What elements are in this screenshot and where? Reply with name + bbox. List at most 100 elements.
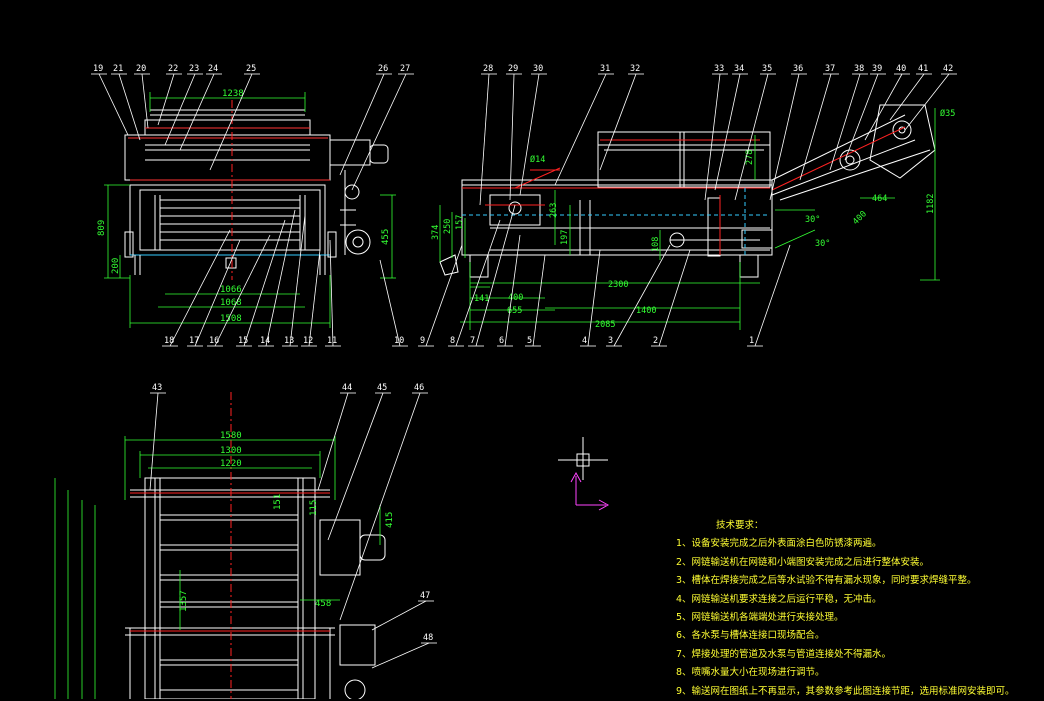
dim-side-h: 1400	[636, 306, 656, 316]
side-dimensions	[439, 108, 940, 330]
dim-side-d: 400	[508, 293, 523, 303]
balloon-39: 39	[872, 64, 882, 74]
front-dimensions	[104, 92, 396, 328]
balloon-30: 30	[533, 64, 543, 74]
balloon-45: 45	[377, 383, 387, 393]
note-line: 2、网链输送机在网链和小端图安装完成之后进行整体安装。	[676, 556, 930, 568]
balloon-17: 17	[189, 336, 199, 346]
dim-side-i: 2085	[595, 320, 615, 330]
dim-side-b: 250	[443, 219, 453, 234]
balloon-46: 46	[414, 383, 424, 393]
dim-side-l: 400	[851, 209, 869, 227]
front-view	[124, 109, 389, 275]
balloon-41: 41	[918, 64, 928, 74]
balloon-31: 31	[600, 64, 610, 74]
balloon-28: 28	[483, 64, 493, 74]
ucs-icon	[558, 437, 610, 511]
balloon-26: 26	[378, 64, 388, 74]
balloon-16: 16	[209, 336, 219, 346]
balloon-35: 35	[762, 64, 772, 74]
balloon-40: 40	[896, 64, 906, 74]
balloon-19: 19	[93, 64, 103, 74]
dim-side-a: 374	[431, 225, 441, 240]
dim-side-g: 2300	[608, 280, 628, 290]
balloon-6: 6	[499, 336, 504, 346]
dim-side-p: 108	[651, 237, 661, 252]
note-line: 5、网链输送机各端端处进行夹接处理。	[676, 612, 844, 624]
plan-red-lines	[130, 392, 330, 699]
notes-title: 技术要求：	[716, 520, 764, 531]
balloon-1: 1	[749, 336, 754, 346]
dim-side-ang1: 30°	[805, 215, 820, 225]
dim-side-e: 655	[507, 306, 522, 316]
dim-plan-d: 415	[385, 512, 395, 528]
balloon-24: 24	[208, 64, 218, 74]
dim-side-n: 263	[549, 203, 559, 218]
dim-front-top: 1238	[222, 89, 244, 99]
balloon-18: 18	[164, 336, 174, 346]
balloon-5: 5	[527, 336, 532, 346]
balloon-25: 25	[246, 64, 256, 74]
dim-side-m: 278	[745, 150, 755, 165]
dim-plan-f: 1357	[179, 590, 189, 612]
dim-plan-b: 1300	[220, 446, 242, 456]
dim-side-k: 464	[872, 194, 887, 204]
plan-view	[125, 477, 386, 699]
balloon-14: 14	[260, 336, 270, 346]
balloon-27: 27	[400, 64, 410, 74]
note-line: 9、输送网在图纸上不再显示，其参数参考此图连接节距，选用标准网安装即可。	[676, 685, 1015, 697]
note-line: 6、各水泵与槽体连接口现场配合。	[676, 630, 825, 642]
balloon-29: 29	[508, 64, 518, 74]
balloon-34: 34	[734, 64, 744, 74]
balloon-9: 9	[420, 336, 425, 346]
balloon-22: 22	[168, 64, 178, 74]
dim-plan-a: 1580	[220, 431, 242, 441]
dim-plan-c: 1220	[220, 459, 242, 469]
dim-front-h-right: 455	[381, 229, 391, 245]
note-line: 7、焊接处理的管道及水泵与管道连接处不得漏水。	[676, 648, 892, 660]
dim-front-h-low: 200	[111, 258, 121, 274]
dim-front-w2: 1068	[220, 298, 242, 308]
dim-plan-g: 151	[273, 494, 283, 510]
dim-front-w3: 1508	[220, 314, 242, 324]
balloon-11: 11	[327, 336, 337, 346]
balloon-4: 4	[582, 336, 587, 346]
note-line: 8、喷嘴水量大小在现场进行调节。	[676, 667, 825, 679]
balloon-20: 20	[136, 64, 146, 74]
balloon-7: 7	[470, 336, 475, 346]
leader-lines	[91, 73, 957, 669]
balloon-21: 21	[113, 64, 123, 74]
dim-front-w1: 1066	[220, 285, 242, 295]
balloon-2: 2	[653, 336, 658, 346]
dim-side-ang2: 30°	[815, 239, 830, 249]
dim-side-q: Ø35	[940, 108, 955, 119]
dim-front-h-total: 809	[97, 220, 107, 236]
note-line: 4、网链输送机要求连接之后运行平稳，无冲击。	[676, 593, 882, 605]
balloon-38: 38	[854, 64, 864, 74]
side-hidden-lines	[462, 188, 770, 255]
technical-requirements: 技术要求： 1、设备安装完成之后外表面涂白色防锈漆两遍。 2、网链输送机在网链和…	[676, 517, 1044, 701]
balloon-36: 36	[793, 64, 803, 74]
balloon-48: 48	[423, 633, 433, 643]
dim-side-j: 1182	[926, 194, 936, 214]
balloon-12: 12	[303, 336, 313, 346]
balloon-43: 43	[152, 383, 162, 393]
side-view	[439, 104, 936, 278]
balloon-23: 23	[189, 64, 199, 74]
note-line: 3、槽体在焊接完成之后等水试验不得有漏水现象，同时要求焊缝平整。	[676, 575, 977, 587]
balloon-47: 47	[420, 591, 430, 601]
plan-dimensions	[54, 436, 381, 699]
balloon-32: 32	[630, 64, 640, 74]
balloon-42: 42	[943, 64, 953, 74]
balloon-3: 3	[608, 336, 613, 346]
balloon-37: 37	[825, 64, 835, 74]
balloon-33: 33	[714, 64, 724, 74]
dim-plan-e: 458	[315, 599, 331, 609]
dim-side-o: 197	[560, 230, 570, 245]
balloon-8: 8	[450, 336, 455, 346]
dim-plan-h: 115	[309, 500, 319, 516]
dim-side-f: 141	[474, 294, 489, 304]
dim-side-r: Ø14	[530, 154, 545, 165]
